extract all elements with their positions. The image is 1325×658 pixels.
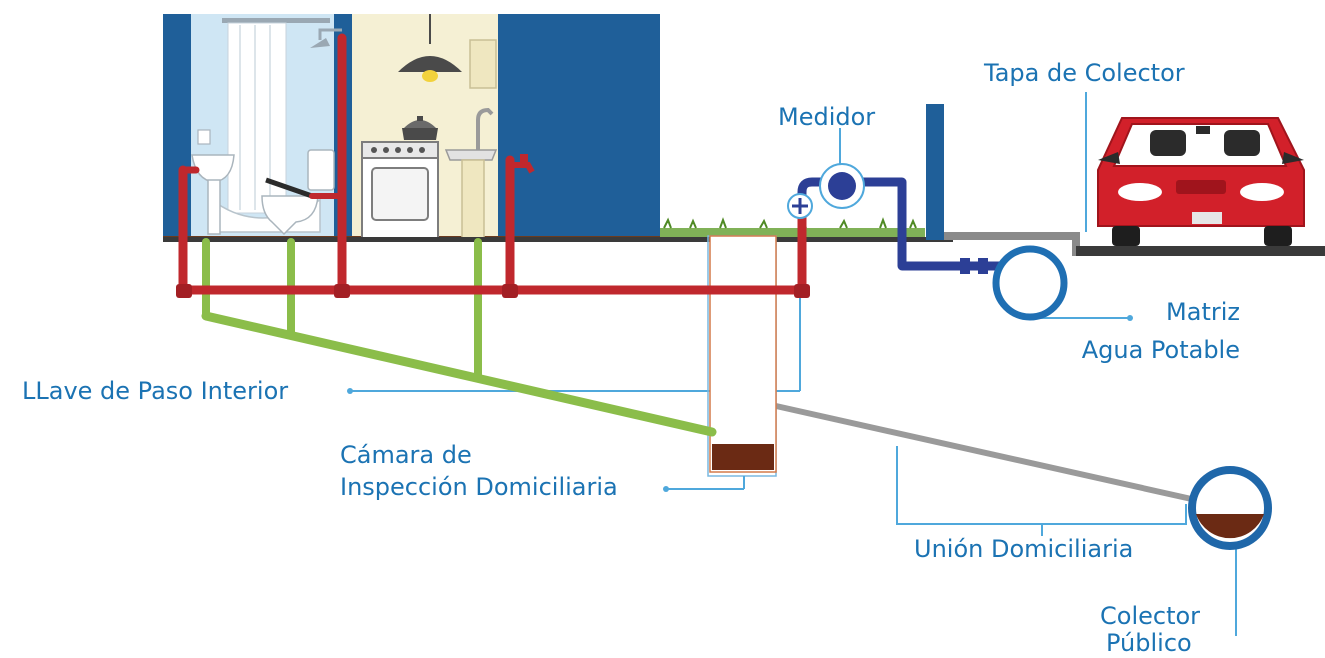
street-curb <box>944 232 1074 240</box>
potable-pipes <box>178 33 807 295</box>
label-union: Unión Domiciliaria <box>914 535 1134 563</box>
kitchen-cabinet <box>469 39 497 89</box>
faucet-icon <box>444 107 498 239</box>
union-domiciliaria-pipe <box>775 403 1197 503</box>
street-curb-step <box>1072 232 1080 256</box>
car-icon <box>1097 117 1305 246</box>
house <box>163 14 660 242</box>
pot-icon <box>402 116 438 140</box>
label-colector-line2: Público <box>1106 629 1192 657</box>
sink-icon <box>191 129 235 235</box>
label-matriz-line1: Matriz <box>1166 298 1240 326</box>
label-colector-line1: Colector <box>1100 602 1201 630</box>
ground-line <box>163 237 953 242</box>
lamp-icon <box>398 14 462 82</box>
label-dots <box>347 315 1133 492</box>
label-tapa-colector: Tapa de Colector <box>984 59 1185 87</box>
label-matriz-line2: Agua Potable <box>1081 336 1240 364</box>
label-medidor: Medidor <box>778 103 876 131</box>
inspection-chamber <box>709 235 777 473</box>
label-llave-paso: LLave de Paso Interior <box>22 377 289 405</box>
street-surface <box>1076 246 1325 256</box>
stove-icon <box>361 141 439 239</box>
pipe-fittings <box>176 284 810 298</box>
valve-icon <box>787 193 813 219</box>
house-right-wall <box>498 14 660 238</box>
water-main-pipe <box>992 245 1068 321</box>
label-camara-line1: Cámara de <box>340 441 472 469</box>
toilet-icon <box>261 149 335 236</box>
shower-icon <box>310 28 342 48</box>
label-camara-line2: Inspección Domiciliaria <box>340 473 618 501</box>
ground <box>163 104 1325 256</box>
sewer-connection <box>775 403 1272 550</box>
meter-line <box>787 163 1068 321</box>
public-collector-pipe <box>1188 466 1272 550</box>
water-meter-icon <box>819 163 865 209</box>
grass <box>660 228 925 238</box>
outdoor-faucet <box>510 154 535 174</box>
property-post <box>926 104 944 240</box>
